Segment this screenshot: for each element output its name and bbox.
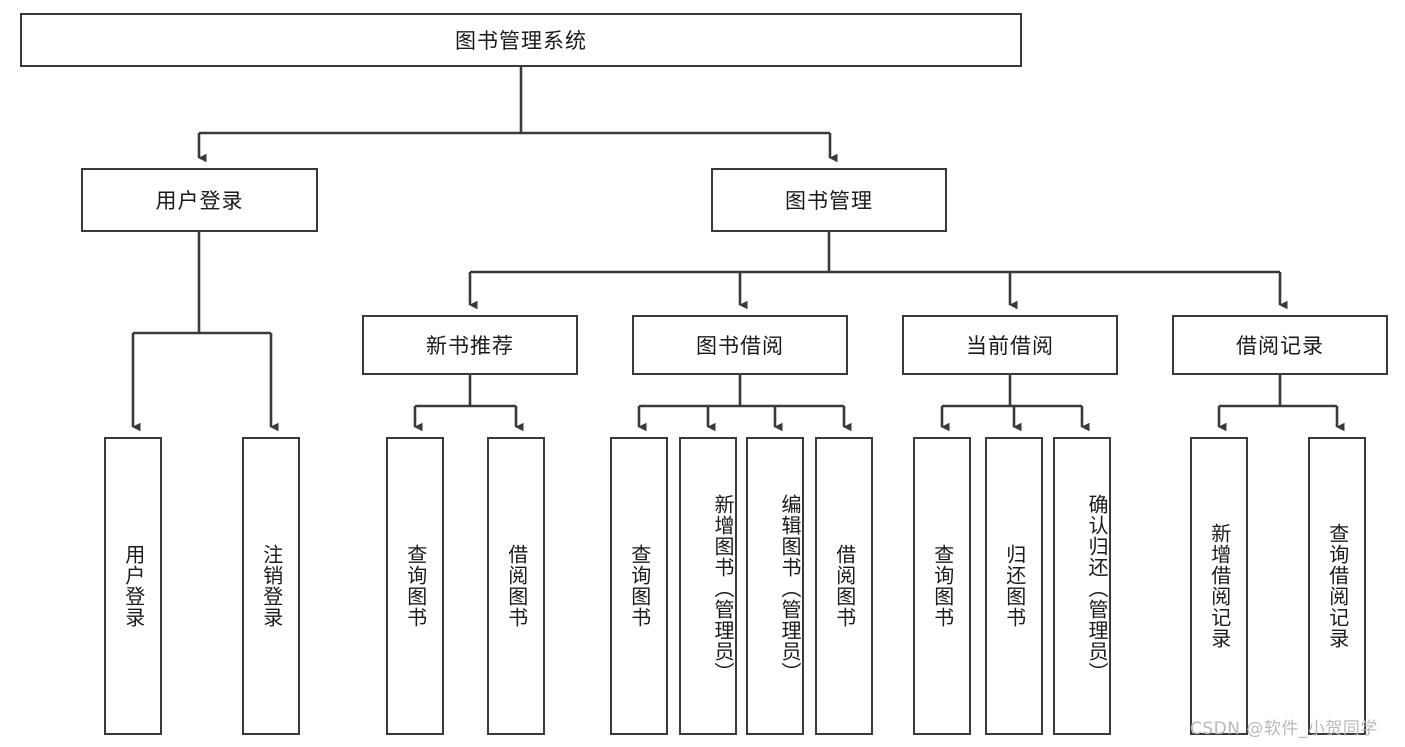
current-borrow-to-leaves-connectors [940,375,1090,432]
node-label: 图书管理 [785,189,873,213]
node-label: 用户登录 [155,189,244,213]
book-manage-to-level3-connectors [468,232,1288,310]
node-label: 当前借阅 [966,334,1054,358]
node-label: 注销登录 [259,544,284,628]
new-book-recommend-to-leaves-connectors [413,375,524,432]
user-login-to-leaves-connectors [131,232,279,432]
node-label: 借阅图书 [504,544,529,628]
node-label: 确认归还（管理员） [1085,493,1109,683]
node-leaf-logout-login[interactable]: 注销登录 [242,437,300,735]
node-label: 新增借阅记录 [1207,523,1232,649]
node-leaf-query-book-recommend[interactable]: 查询图书 [386,437,444,735]
node-label: 查询借阅记录 [1325,523,1350,649]
node-leaf-query-borrow-record[interactable]: 查询借阅记录 [1308,437,1366,735]
node-label: 图书借阅 [696,334,784,358]
node-leaf-query-book-current[interactable]: 查询图书 [913,437,971,735]
node-label: 查询图书 [403,544,428,628]
node-leaf-query-book-borrow[interactable]: 查询图书 [610,437,668,735]
node-leaf-edit-book-admin[interactable]: 编辑图书（管理员） [746,437,804,735]
node-label: 编辑图书（管理员） [778,493,802,683]
node-label: 借阅记录 [1236,334,1324,358]
node-label: 新增图书（管理员） [711,493,735,683]
node-label: 借阅图书 [832,544,857,628]
node-leaf-borrow-book[interactable]: 借阅图书 [815,437,873,735]
node-label: 查询图书 [627,544,652,628]
node-leaf-return-book[interactable]: 归还图书 [985,437,1043,735]
book-borrow-to-leaves-connectors [637,375,852,432]
csdn-watermark: CSDN @软件_小贺同学 [1190,719,1378,739]
node-root-book-management-system[interactable]: 图书管理系统 [20,13,1022,67]
node-label: 查询图书 [930,544,955,628]
node-leaf-user-login[interactable]: 用户登录 [104,437,162,735]
node-book-management[interactable]: 图书管理 [711,168,947,232]
node-new-book-recommend[interactable]: 新书推荐 [362,315,578,375]
node-book-borrow[interactable]: 图书借阅 [632,315,848,375]
node-label: 图书管理系统 [455,29,587,53]
node-label: 新书推荐 [426,334,514,358]
node-user-login[interactable]: 用户登录 [81,168,318,232]
node-label: 用户登录 [121,544,146,628]
node-leaf-borrow-book-recommend[interactable]: 借阅图书 [487,437,545,735]
node-leaf-add-book-admin[interactable]: 新增图书（管理员） [679,437,737,735]
node-label: 归还图书 [1002,544,1027,628]
node-current-borrow[interactable]: 当前借阅 [902,315,1118,375]
node-leaf-add-borrow-record[interactable]: 新增借阅记录 [1190,437,1248,735]
node-leaf-confirm-return-admin[interactable]: 确认归还（管理员） [1053,437,1111,735]
root-to-level2-connectors [197,67,838,163]
node-borrow-record[interactable]: 借阅记录 [1172,315,1388,375]
borrow-record-to-leaves-connectors [1217,375,1345,432]
